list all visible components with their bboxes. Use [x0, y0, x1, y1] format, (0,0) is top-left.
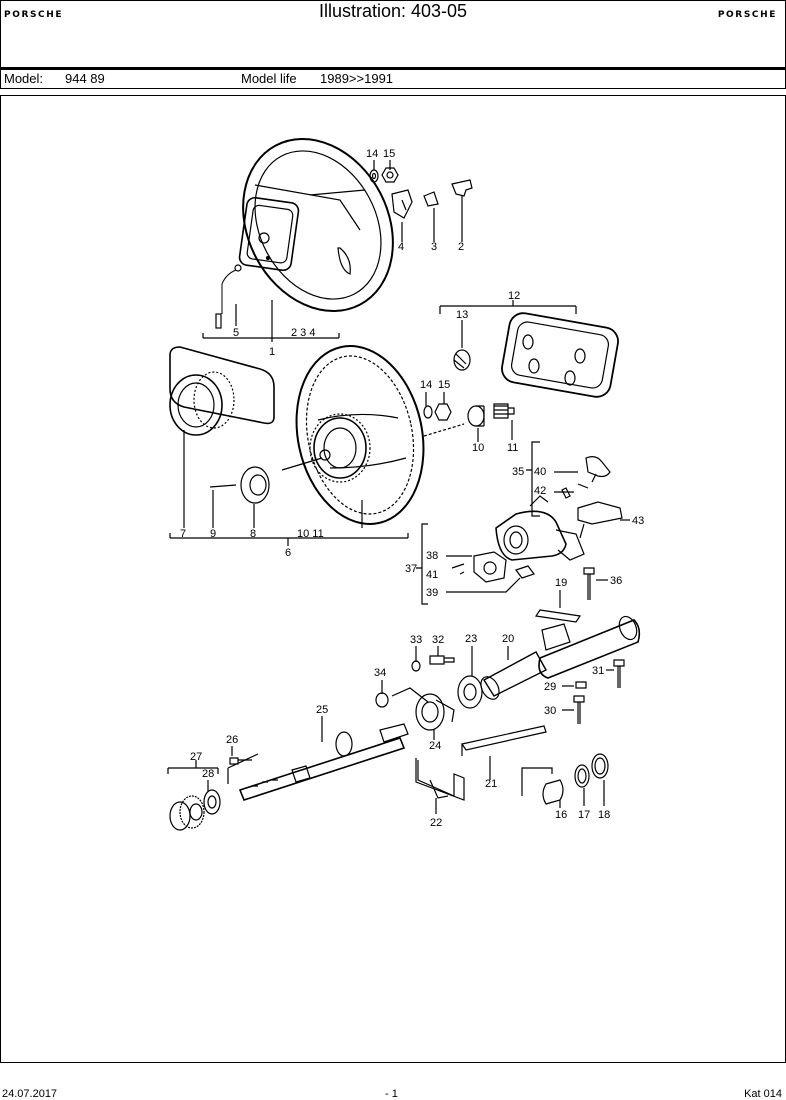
spacer-part [467, 405, 485, 427]
exploded-parts-diagram: 1 2 3 4 5 2 3 4 6 7 8 9 10 11 10 11 12 1… [167, 138, 644, 831]
bracket-part [391, 189, 413, 219]
model-label: Model: [4, 71, 44, 86]
part-15-top-label: 15 [383, 148, 395, 160]
part-16-label: 16 [555, 809, 567, 821]
part-6-label: 6 [285, 547, 291, 559]
bearing-28 [203, 789, 221, 815]
part-9-label: 9 [210, 528, 216, 540]
part-25-label: 25 [316, 704, 328, 716]
switch-housing [495, 495, 585, 561]
part-22-label: 22 [430, 817, 442, 829]
part-23-label: 23 [465, 633, 477, 645]
part-15-mid-label: 15 [438, 379, 450, 391]
wiper-switch [577, 501, 623, 539]
ring-17 [574, 764, 590, 788]
part-4-label: 4 [398, 241, 404, 253]
part-12-label: 12 [508, 290, 520, 302]
footer-date: 24.07.2017 [2, 1088, 58, 1100]
rubber-bumper [453, 349, 471, 371]
part-14-top-label: 14 [366, 148, 378, 160]
turn-signal-switch [585, 456, 611, 483]
part-10-label: 10 [472, 442, 484, 454]
part-34-label: 34 [374, 667, 386, 679]
part-3-label: 3 [431, 241, 437, 253]
porsche-logo-left: PORSCHE [4, 10, 64, 20]
part-24-label: 24 [429, 740, 441, 752]
screw-36 [583, 567, 595, 600]
part-14-mid-label: 14 [420, 379, 432, 391]
part-20-label: 20 [502, 633, 514, 645]
part-43-label: 43 [632, 515, 644, 527]
part-30-label: 30 [544, 705, 556, 717]
clip-part-2 [451, 179, 473, 197]
part-8-label: 8 [250, 528, 256, 540]
part-42-label: 42 [534, 485, 546, 497]
group-234-label: 2 3 4 [291, 327, 315, 339]
model-value: 944 89 [65, 71, 105, 86]
jacket-tube [480, 651, 547, 700]
part-11-label: 11 [507, 442, 518, 454]
model-bar: Model: 944 89 Model life 1989>>1991 [0, 67, 786, 89]
part-1-label: 1 [269, 346, 275, 358]
ring-18 [591, 753, 609, 779]
slip-ring [240, 466, 270, 504]
part-38-label: 38 [426, 550, 438, 562]
horn-pad [501, 312, 619, 398]
steering-shaft [238, 723, 409, 801]
porsche-logo-right: PORSCHE [717, 10, 777, 20]
part-2-label: 2 [458, 241, 464, 253]
part-29-label: 29 [544, 681, 556, 693]
model-life-label: Model life [241, 71, 297, 86]
part-26-label: 26 [226, 734, 238, 746]
part-28-label: 28 [202, 768, 214, 780]
clip-part [423, 191, 439, 207]
part-27-label: 27 [190, 751, 202, 763]
footer-page: - 1 [385, 1088, 398, 1100]
ring-24 [415, 693, 455, 731]
wheel-hub-cover [169, 346, 275, 436]
nut-washer-top [369, 167, 399, 183]
part-40-label: 40 [534, 466, 546, 478]
part-5-label: 5 [233, 327, 239, 339]
steering-column-tube [538, 615, 641, 679]
part-35-label: 35 [512, 466, 524, 478]
part-18-label: 18 [598, 809, 610, 821]
part-17-label: 17 [578, 809, 590, 821]
part-19-label: 19 [555, 577, 567, 589]
bracket-19 [534, 609, 582, 623]
mount-bracket-22 [415, 758, 465, 801]
steering-wheel-top [215, 138, 394, 329]
ignition-lock [473, 551, 507, 583]
footer-catalog: Kat 014 [744, 1088, 782, 1100]
support-21 [461, 725, 547, 751]
coupling-27 [169, 795, 205, 831]
steering-wheel-middle [295, 345, 425, 525]
part-number-labels: 1 2 3 4 5 2 3 4 6 7 8 9 10 11 10 11 12 1… [180, 148, 644, 829]
part-21-label: 21 [485, 778, 497, 790]
bolt-part [493, 403, 515, 419]
page-title: Illustration: 403-05 [318, 1, 468, 21]
part-36-label: 36 [610, 575, 622, 587]
part-39-label: 39 [426, 587, 438, 599]
group-1011-label: 10 11 [297, 528, 324, 540]
bearing-23 [457, 675, 483, 709]
part-13-label: 13 [456, 309, 468, 321]
part-32-label: 32 [432, 634, 444, 646]
part-37-label: 37 [405, 563, 417, 575]
part-7-label: 7 [180, 528, 186, 540]
model-life-value: 1989>>1991 [320, 71, 394, 86]
part-41-label: 41 [426, 569, 438, 581]
part-33-label: 33 [410, 634, 422, 646]
part-31-label: 31 [592, 665, 604, 677]
